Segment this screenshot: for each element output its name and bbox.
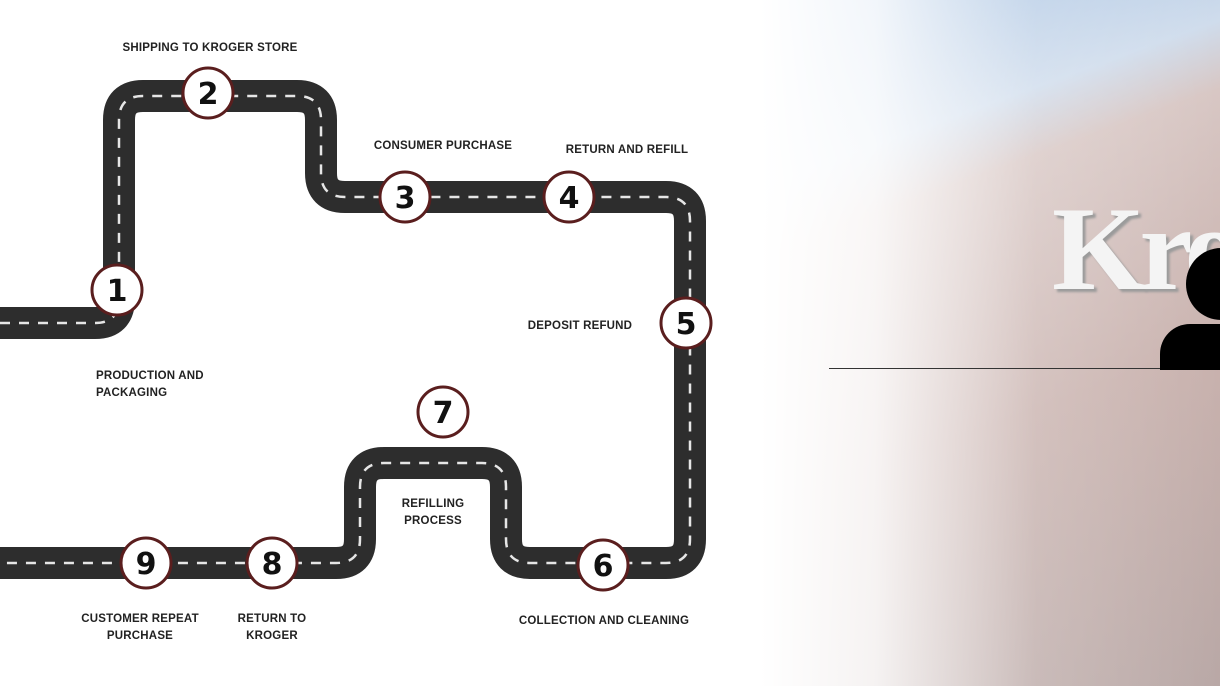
step-circle: [542, 170, 596, 224]
step-circle: [90, 263, 144, 317]
step-6-label: COLLECTION AND CLEANING: [518, 615, 690, 627]
step-circle: [119, 536, 173, 590]
step-7-label: REFILLING PROCESS: [401, 498, 465, 527]
step-8-label: RETURN TO KROGER: [237, 613, 307, 642]
step-4-label: RETURN AND REFILL: [565, 144, 689, 156]
step-3-label: CONSUMER PURCHASE: [373, 140, 513, 152]
step-9-marker: 9: [119, 536, 173, 590]
step-circle: [659, 296, 713, 350]
step-number: 6: [593, 549, 614, 584]
step-number: 3: [395, 181, 416, 216]
step-5-label: DEPOSIT REFUND: [527, 320, 633, 332]
step-number: 9: [136, 547, 157, 582]
step-number: 8: [262, 547, 283, 582]
step-8-marker: 8: [245, 536, 299, 590]
step-number: 1: [107, 274, 128, 309]
step-1-label: PRODUCTION AND PACKAGING: [96, 370, 204, 399]
step-1-marker: 1: [90, 263, 144, 317]
step-number: 7: [433, 396, 454, 431]
person-icon: [1160, 248, 1220, 370]
step-4-marker: 4: [542, 170, 596, 224]
step-circle: [416, 385, 470, 439]
step-5-marker: 5: [659, 296, 713, 350]
step-number: 2: [198, 77, 219, 112]
divider-line: [829, 368, 1220, 369]
step-number: 5: [676, 307, 697, 342]
step-9-label: CUSTOMER REPEAT PURCHASE: [81, 613, 199, 642]
step-6-marker: 6: [576, 538, 630, 592]
kroger-store-background-image: [760, 0, 1220, 686]
step-number: 4: [559, 181, 580, 216]
step-circle: [378, 170, 432, 224]
step-2-marker: 2: [181, 66, 235, 120]
step-7-marker: 7: [416, 385, 470, 439]
step-circle: [576, 538, 630, 592]
step-3-marker: 3: [378, 170, 432, 224]
road-path: [0, 80, 706, 579]
step-2-label: SHIPPING TO KROGER STORE: [122, 42, 298, 54]
step-circle: [181, 66, 235, 120]
step-circle: [245, 536, 299, 590]
